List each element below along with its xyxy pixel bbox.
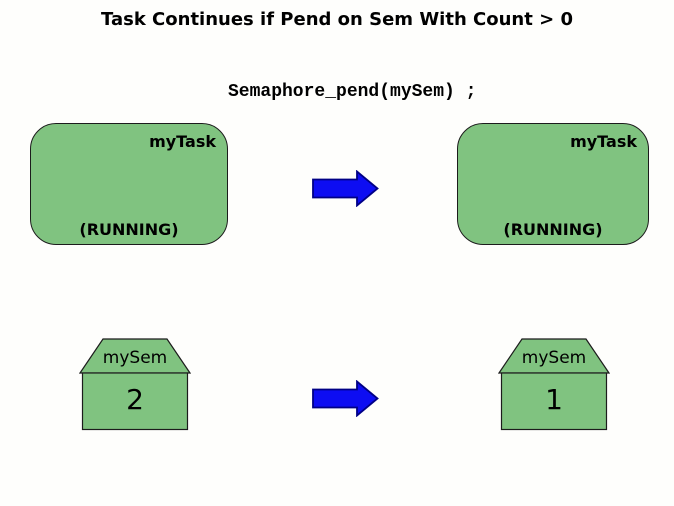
right-arrow-icon [312, 170, 379, 207]
semaphore-count-value: 1 [545, 383, 563, 416]
task-name-label: myTask [149, 132, 216, 151]
semaphore-count-value: 2 [126, 383, 144, 416]
code-line: Semaphore_pend(mySem) ; [228, 82, 477, 102]
task-name-label: myTask [570, 132, 637, 151]
task-box-before: myTask (RUNNING) [30, 123, 228, 245]
semaphore-shape [79, 338, 191, 431]
semaphore-shape [498, 338, 610, 431]
semaphore-name-label: mySem [102, 348, 168, 368]
slide-title: Task Continues if Pend on Sem With Count… [101, 9, 573, 30]
task-state-label: (RUNNING) [79, 220, 179, 239]
semaphore-after: mySem 1 [498, 338, 610, 431]
task-box-after: myTask (RUNNING) [457, 123, 649, 245]
right-arrow-icon [312, 380, 379, 417]
task-state-label: (RUNNING) [503, 220, 603, 239]
semaphore-before: mySem 2 [79, 338, 191, 431]
semaphore-name-label: mySem [521, 348, 587, 368]
